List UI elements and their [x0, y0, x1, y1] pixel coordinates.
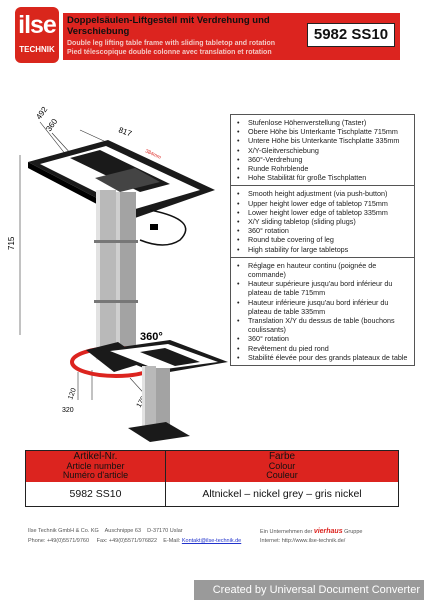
dim-492-label: 492	[34, 105, 49, 122]
logo-text: ilse	[18, 11, 57, 39]
spec-item: 360° rotation	[235, 334, 411, 343]
phone: Phone: +49(0)5571/9760	[28, 538, 90, 544]
spec-item: Translation X/Y du dessus de table (bouc…	[235, 316, 411, 334]
internet-link[interactable]: http://www.ilse-technik.de/	[281, 538, 346, 544]
double-columns	[94, 190, 138, 360]
header-line: Colour	[268, 460, 296, 471]
title-french: Pied télescopique double colonne avec tr…	[67, 49, 272, 56]
title-german: Doppelsäulen-Liftgestell mit Verdrehung …	[67, 15, 270, 37]
dim-120-label: 120	[67, 387, 78, 400]
header-line: Artikel-Nr.	[73, 451, 118, 462]
colour-cell: Altnickel – nickel grey – gris nickel	[202, 487, 362, 500]
page-header: ilse TECHNIK Doppelsäulen-Liftgestell mi…	[0, 0, 424, 68]
spec-item: Hauteur inférieure jusqu'au bord inférie…	[235, 298, 411, 316]
spec-item: Upper height lower edge of tabletop 715m…	[235, 199, 411, 208]
spec-item: Obere Höhe bis Unterkante Tischplatte 71…	[235, 127, 411, 136]
spec-item: Stabilité élevée pour des grands plateau…	[235, 353, 411, 362]
spec-item: X/Y-Gleitverschiebung	[235, 146, 411, 155]
spec-item: Revêtement du pied rond	[235, 344, 411, 353]
dim-320-label: 320	[62, 407, 74, 414]
footer-row-2: Phone: +49(0)5571/9760 Fax: +49(0)5571/9…	[28, 538, 400, 548]
group-line: Ein Unternehmen der vierhaus Gruppe	[260, 528, 363, 535]
table-header: Artikel-Nr. Article number Numéro d'arti…	[26, 451, 398, 482]
spec-item: X/Y sliding tabletop (sliding plugs)	[235, 217, 411, 226]
vierhaus-logo: vierhaus	[313, 528, 343, 535]
group-suffix: Gruppe	[344, 529, 363, 535]
table-row: 5982 SS10 Altnickel – nickel grey – gris…	[26, 481, 398, 506]
lowered-frame-view	[100, 340, 228, 442]
spec-item: Hohe Stabilität für große Tischplatten	[235, 173, 411, 182]
specs-english: Smooth height adjustment (via push-butto…	[231, 186, 414, 258]
city: D-37170 Uslar	[147, 528, 183, 534]
header-line: Couleur	[266, 470, 298, 481]
converter-watermark: Created by Universal Document Converter	[194, 580, 424, 600]
header-line: Farbe	[268, 451, 296, 462]
email-label: E-Mail:	[163, 538, 181, 544]
spec-item: 360°-Verdrehung	[235, 155, 411, 164]
email-link[interactable]: Kontakt@ilse-technik.de	[181, 538, 242, 544]
push-button-switch	[150, 224, 158, 230]
specifications-box: Stufenlose Höhenverstellung (Taster) Obe…	[230, 114, 415, 367]
spec-item: 360° rotation	[235, 226, 411, 235]
spec-item: Hauteur supérieure jusqu'au bord inférie…	[235, 279, 411, 297]
spec-item: Stufenlose Höhenverstellung (Taster)	[235, 118, 411, 127]
article-number-cell: 5982 SS10	[26, 481, 166, 506]
internet-label: Internet:	[260, 538, 281, 544]
spec-item: Smooth height adjustment (via push-butto…	[235, 189, 411, 198]
spec-item: Réglage en hauteur continu (poignée de c…	[235, 261, 411, 279]
spec-item: Lower height lower edge of tabletop 335m…	[235, 208, 411, 217]
company-name: Ilse Technik GmbH & Co. KG	[28, 528, 99, 534]
group-prefix: Ein Unternehmen der	[260, 529, 313, 535]
cable	[139, 209, 187, 246]
article-table: Artikel-Nr. Article number Numéro d'arti…	[25, 450, 399, 507]
dim-170-label: 170	[136, 395, 148, 409]
product-drawing: 492 360 817 384mm 715 360° 120 320 170	[7, 105, 228, 442]
street: Auschnippe 63	[104, 528, 142, 534]
logo-subtext: TECHNIK	[19, 45, 55, 54]
ilse-logo: ilse TECHNIK	[15, 7, 59, 63]
title-bar: Doppelsäulen-Liftgestell mit Verdrehung …	[63, 13, 400, 60]
article-number-header: Artikel-Nr. Article number Numéro d'arti…	[26, 451, 166, 482]
footer-row-1: Ilse Technik GmbH & Co. KG Auschnippe 63…	[28, 528, 400, 538]
rotation-label: 360°	[140, 331, 163, 343]
spec-item: Untere Höhe bis Unterkante Tischplatte 3…	[235, 136, 411, 145]
specs-german: Stufenlose Höhenverstellung (Taster) Obe…	[231, 115, 414, 187]
internet-line: Internet: http://www.ilse-technik.de/	[260, 538, 345, 544]
header-line: Article number	[66, 460, 125, 471]
spec-item: High stability for large tabletops	[235, 245, 411, 254]
specs-french: Réglage en hauteur continu (poignée de c…	[231, 258, 414, 365]
spec-item: Runde Rohrblende	[235, 164, 411, 173]
spec-item: Round tube covering of leg	[235, 235, 411, 244]
dim-817-label: 817	[117, 125, 133, 138]
header-line: Numéro d'article	[62, 470, 129, 481]
colour-header: Farbe Colour Couleur	[166, 451, 398, 482]
article-number-box: 5982 SS10	[307, 23, 395, 47]
dim-715-label: 715	[7, 236, 16, 250]
company-address: Ilse Technik GmbH & Co. KG Auschnippe 63…	[28, 528, 183, 534]
upper-frame	[28, 140, 215, 224]
page-footer: Ilse Technik GmbH & Co. KG Auschnippe 63…	[28, 528, 400, 548]
fax: Fax: +49(0)5571/976822	[96, 538, 158, 544]
dim-360-label: 360	[44, 117, 59, 134]
contact-line: Phone: +49(0)5571/9760 Fax: +49(0)5571/9…	[28, 538, 241, 544]
title-english: Double leg lifting table frame with slid…	[67, 40, 276, 47]
base-plate	[86, 342, 146, 372]
